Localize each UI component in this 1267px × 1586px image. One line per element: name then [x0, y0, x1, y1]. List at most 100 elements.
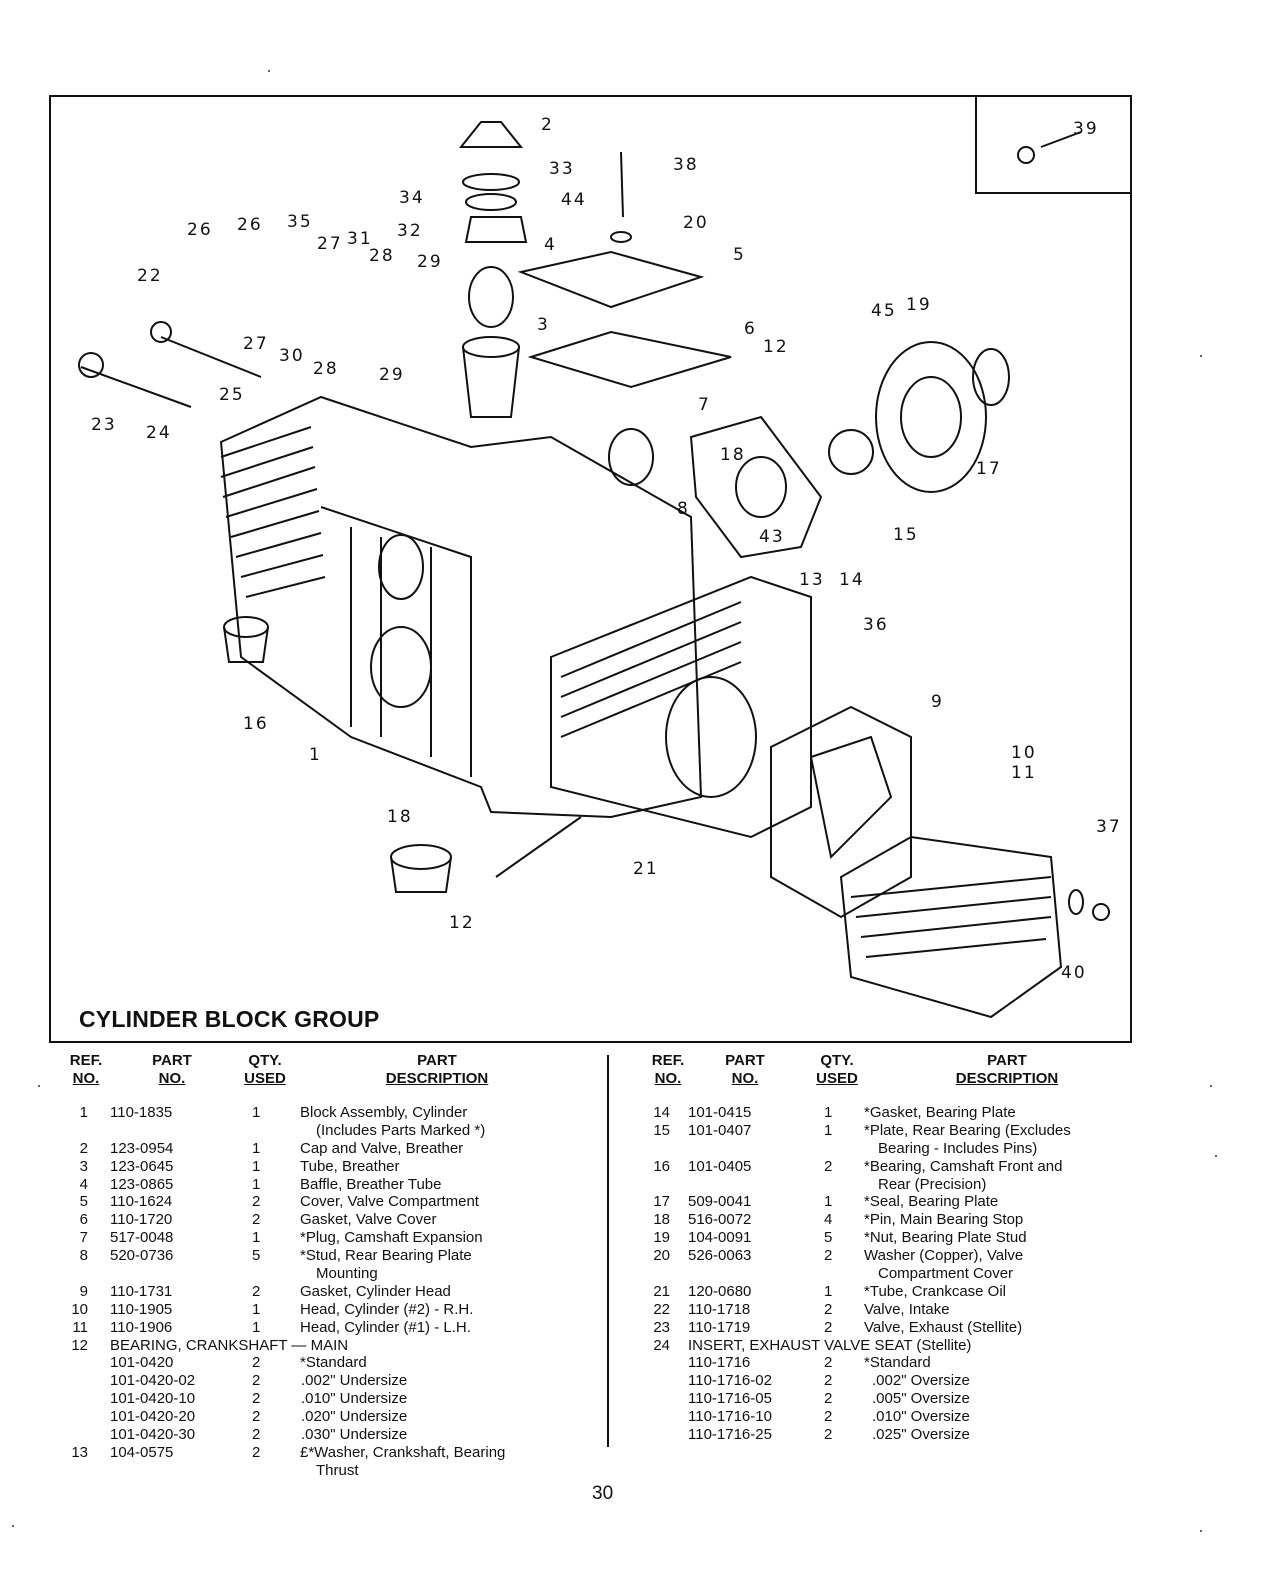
callout-label: 2: [541, 115, 554, 135]
callout-label: 26: [187, 220, 213, 240]
ref-no-cell: 9: [79, 1282, 88, 1300]
callout-label: 1: [309, 745, 322, 765]
part-no-cell: 110-1624: [110, 1193, 173, 1211]
callout-label: 15: [893, 525, 919, 545]
ref-no-cell: 20: [653, 1247, 670, 1265]
description-cell: Gasket, Cylinder Head: [300, 1282, 451, 1300]
part-no-cell: INSERT, EXHAUST VALVE SEAT (Stellite): [688, 1336, 972, 1354]
ref-no-cell: 15: [653, 1121, 670, 1139]
scan-speck: [38, 1085, 40, 1087]
description-cell: Valve, Intake: [864, 1300, 950, 1318]
callout-label: 31: [347, 229, 373, 249]
description-cell: .002" Undersize: [301, 1372, 408, 1390]
callout-label: 4: [544, 235, 557, 255]
qty-cell: 1: [252, 1175, 261, 1193]
qty-cell: 5: [252, 1247, 261, 1265]
part-no-cell: 120-0680: [688, 1282, 752, 1300]
part-no-cell: 517-0048: [110, 1229, 174, 1247]
description-cell: Head, Cylinder (#1) - L.H.: [300, 1318, 471, 1336]
part-no-cell: 101-0407: [688, 1121, 752, 1139]
ref-no-cell: 12: [71, 1336, 88, 1354]
callout-label: 37: [1096, 817, 1122, 837]
ref-no-cell: 22: [653, 1300, 670, 1318]
table-row: Thrust: [60, 1462, 600, 1480]
description-cell: *Tube, Crankcase Oil: [864, 1282, 1007, 1300]
qty-cell: 1: [252, 1318, 261, 1336]
qty-cell: 2: [824, 1318, 833, 1336]
ref-no-cell: 24: [653, 1336, 670, 1354]
ref-no-cell: 4: [79, 1175, 88, 1193]
callout-label: 11: [1011, 763, 1037, 783]
scan-speck: [1200, 355, 1202, 357]
ref-no-cell: 14: [653, 1104, 670, 1121]
part-no-cell: 101-0420-10: [110, 1390, 196, 1408]
description-cell: .002" Oversize: [872, 1372, 970, 1390]
qty-cell: 2: [252, 1282, 261, 1300]
qty-cell: 2: [252, 1193, 261, 1211]
callout-label: 12: [449, 913, 475, 933]
part-no-cell: 123-0954: [110, 1139, 174, 1157]
part-no-cell: 110-1731: [110, 1282, 173, 1300]
table-row: 4 123-0865 1 Baffle, Breather Tube: [60, 1176, 600, 1194]
ref-no-cell: 3: [79, 1157, 88, 1175]
qty-cell: 1: [252, 1300, 261, 1318]
callout-label: 39: [1073, 119, 1099, 139]
description-cell: .030" Undersize: [301, 1426, 408, 1444]
part-no-cell: 110-1720: [110, 1211, 173, 1229]
callout-label: 35: [287, 212, 313, 232]
description-cell: Tube, Breather: [300, 1157, 400, 1175]
callout-label: 27: [317, 234, 343, 254]
part-no-cell: 110-1835: [110, 1104, 173, 1121]
callout-label: 17: [976, 459, 1002, 479]
part-no-cell: 110-1716-05: [688, 1390, 772, 1408]
inset-box: [975, 97, 1130, 194]
ref-no-cell: 16: [653, 1157, 670, 1175]
callout-label: 21: [633, 859, 659, 879]
description-cell: Baffle, Breather Tube: [300, 1175, 442, 1193]
qty-cell: 1: [824, 1282, 833, 1300]
callout-label: 45: [871, 301, 897, 321]
description-cell: *Plate, Rear Bearing (Excludes: [864, 1121, 1071, 1139]
ref-no-header: REF.NO.: [69, 1052, 103, 1087]
callout-label: 29: [417, 252, 443, 272]
description-cell: *Seal, Bearing Plate: [864, 1193, 999, 1211]
part-no-cell: 520-0736: [110, 1247, 174, 1265]
part-no-cell: 123-0865: [110, 1175, 174, 1193]
callout-label: 22: [137, 266, 163, 286]
part-no-cell: 101-0420-30: [110, 1426, 196, 1444]
part-no-cell: 110-1716-10: [688, 1408, 772, 1426]
callout-label: 33: [549, 159, 575, 179]
scan-speck: [1210, 1085, 1212, 1087]
part-no-cell: 509-0041: [688, 1193, 752, 1211]
column-divider: [607, 1055, 609, 1447]
qty-cell: 2: [252, 1408, 261, 1426]
table-row: (Includes Parts Marked *): [60, 1122, 600, 1140]
qty-cell: 4: [824, 1211, 833, 1229]
description-cell: *Stud, Rear Bearing Plate: [300, 1247, 472, 1265]
qty-cell: 2: [252, 1372, 261, 1390]
description-cell: *Standard: [864, 1354, 931, 1372]
description-cell: .010" Undersize: [301, 1390, 408, 1408]
callout-label: 29: [379, 365, 405, 385]
description-cell: £*Washer, Crankshaft, Bearing: [300, 1443, 506, 1461]
description-cell: Bearing - Includes Pins): [878, 1139, 1038, 1157]
part-no-cell: 101-0415: [688, 1104, 752, 1121]
